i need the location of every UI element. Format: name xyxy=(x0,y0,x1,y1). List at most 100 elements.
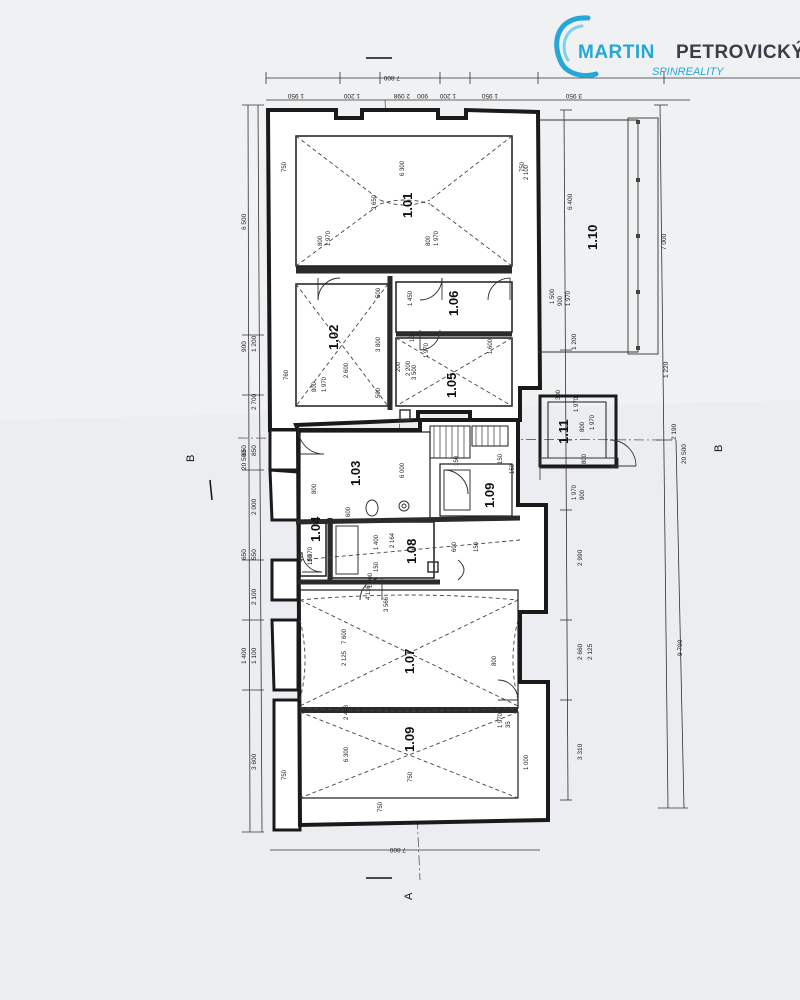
dim-interior: 800 xyxy=(318,235,324,246)
room-label-1-01: 1.01 xyxy=(400,193,415,218)
room-label-1-09: 1.09 xyxy=(402,727,417,752)
dim-interior: 1 970 xyxy=(322,376,328,392)
dim-left-chain: 20 500 xyxy=(241,450,248,470)
dim-interior: 750 xyxy=(282,161,288,172)
dim-interior: 800 xyxy=(312,381,318,392)
dim-interior: 1 400 xyxy=(374,534,380,550)
dim-right-chain: 2 660 xyxy=(577,643,584,660)
dim-interior: 35 xyxy=(506,721,512,728)
dim-right-chain: 7 000 xyxy=(661,233,668,250)
dim-interior: 1 970 xyxy=(498,712,504,728)
dim-interior: 300 xyxy=(556,389,562,400)
dim-interior: 750 xyxy=(282,769,288,780)
dim-interior: 3 566 xyxy=(384,596,390,612)
room-label-1-08: 1.08 xyxy=(404,539,419,564)
dim-interior: 150 xyxy=(510,463,516,474)
dim-interior: 750 xyxy=(408,771,414,782)
dim-left-chain: 550 xyxy=(251,549,258,560)
dim-left-chain: 1 200 xyxy=(251,335,258,352)
dim-interior: 800 xyxy=(580,421,586,432)
entry-step xyxy=(539,457,619,469)
dim-interior: 800 xyxy=(312,483,318,494)
brand-tagline: SPINREALITY xyxy=(652,66,724,78)
dim-right-chain: 2 190 xyxy=(671,423,678,440)
dim-left-chain: 850 xyxy=(251,445,258,456)
dim-top-part: 1 950 xyxy=(287,92,304,99)
dim-interior: 800 xyxy=(492,655,498,666)
dim-interior: 1 970 xyxy=(574,396,580,412)
section-mark-b-right: B xyxy=(713,445,725,452)
brand-last-name: PETROVICKÝ xyxy=(676,42,800,63)
dim-interior: 1 970 xyxy=(566,290,572,306)
dim-interior: 150 xyxy=(474,541,480,552)
stairs xyxy=(433,426,501,458)
room-label-1-03: 1.03 xyxy=(348,461,363,486)
dimension-texts: 7 800 1 950 1 200 2 098 1 200 900 1 950 … xyxy=(287,74,582,853)
dim-interior: 150 xyxy=(498,453,504,464)
door-swings xyxy=(297,277,637,701)
dim-right-chain: 1 220 xyxy=(663,361,670,378)
dim-interior: 2 100 xyxy=(524,164,530,180)
dim-top-part: 1 200 xyxy=(439,92,456,99)
dim-interior: 1 970 xyxy=(326,230,332,246)
vault-lines xyxy=(295,135,521,799)
dim-interior: 3 650 xyxy=(372,194,378,210)
terrace-posts xyxy=(636,120,640,350)
section-mark-a: A xyxy=(403,892,415,900)
room-label-1-05: 1.05 xyxy=(444,373,459,398)
dim-interior: 3 500 xyxy=(412,364,418,380)
dim-interior: 800 xyxy=(582,453,588,464)
dim-right-chain: 9 790 xyxy=(677,639,684,656)
dim-interior: 4 116 xyxy=(366,585,372,600)
dim-interior: 150 xyxy=(374,561,380,572)
dim-interior: 2 600 xyxy=(344,362,350,378)
dim-interior: 1 970 xyxy=(308,546,314,562)
dim-interior: 1 970 xyxy=(572,484,578,500)
dim-left-chain: 3 600 xyxy=(251,753,258,770)
section-mark-b-left: B xyxy=(185,455,197,462)
dim-right-chain: 6 400 xyxy=(567,193,574,210)
dim-right-chain: 3 310 xyxy=(577,743,584,760)
dim-interior: 3 800 xyxy=(376,336,382,352)
dim-interior: 1 600 xyxy=(368,572,374,588)
brand-logo: MARTIN PETROVICKÝ SPINREALITY xyxy=(548,12,800,82)
dim-interior: 2 125 xyxy=(342,650,348,666)
dim-left-chain: 2 000 xyxy=(251,498,258,515)
dim-interior: 6 000 xyxy=(400,462,406,478)
swirl-icon xyxy=(554,15,599,79)
dim-right-chain: 2 125 xyxy=(587,643,594,660)
dim-interior: 1 600 xyxy=(488,338,494,354)
dim-interior: 1 970 xyxy=(424,342,430,358)
brand-first-name: MARTIN xyxy=(578,42,655,63)
dim-interior: 200 xyxy=(396,361,402,372)
dim-interior: 150 xyxy=(454,455,460,466)
dim-left-chain: 2 700 xyxy=(251,393,258,410)
dim-interior: 150 xyxy=(308,554,314,565)
dim-interior: 2 600 xyxy=(346,506,352,522)
dim-interior: 1 970 xyxy=(590,414,596,430)
dim-interior: 750 xyxy=(520,161,526,172)
dim-top-part: 1 200 xyxy=(343,92,360,99)
room-label-1-04: 1.04 xyxy=(308,516,323,542)
dim-left-chain: 6 500 xyxy=(241,213,248,230)
dim-left-chain: 2 100 xyxy=(251,588,258,605)
room-label-1-11: 1.11 xyxy=(556,419,571,444)
section-mark-labels: B B A xyxy=(185,57,725,900)
dim-interior: 760 xyxy=(284,369,290,380)
dim-interior: 1 500 xyxy=(550,288,556,304)
dim-top-part: 2 098 xyxy=(393,92,410,99)
dim-interior: 6 300 xyxy=(344,746,350,762)
dim-top-part: 1 950 xyxy=(481,92,498,99)
dim-left-chain: 650 xyxy=(241,445,248,456)
dim-right-chain: 2 990 xyxy=(577,549,584,566)
dim-left-chain: 1 100 xyxy=(251,647,258,664)
room-label-1-06: 1.06 xyxy=(446,291,461,316)
dim-interior: 2 448 xyxy=(344,704,350,720)
room-label-1-10: 1.10 xyxy=(585,225,600,250)
dimension-lines xyxy=(242,72,800,851)
dim-interior: 6 300 xyxy=(400,160,406,176)
dim-interior: 900 xyxy=(558,295,564,306)
